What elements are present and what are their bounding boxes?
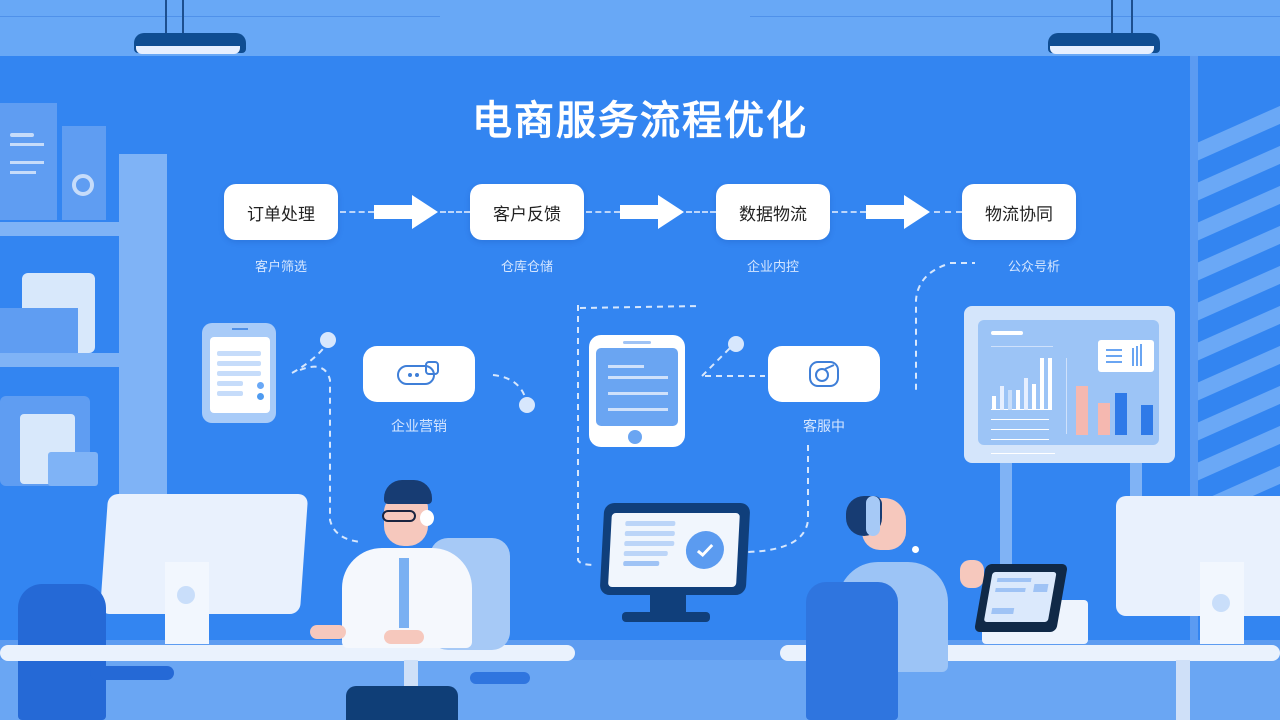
lamp-cord [182, 0, 184, 34]
ceiling-line [0, 16, 440, 17]
lamp-light [1050, 46, 1154, 54]
flow-step-data-logistics[interactable]: 数据物流 [716, 184, 830, 240]
flow-step-sub: 仓库仓储 [500, 260, 553, 275]
chat-icon [72, 174, 94, 196]
glasses-icon [382, 510, 416, 522]
office-chair [806, 582, 898, 720]
shelf-binder [62, 126, 106, 220]
shelf-label [48, 452, 98, 486]
chat-bubble-icon [397, 361, 439, 385]
agent2-hand [960, 560, 984, 588]
agent-tie [399, 558, 409, 628]
connector-dash [340, 211, 374, 213]
monitor-stand [165, 562, 209, 644]
mini-bar-chart [991, 394, 1056, 454]
connector-dash [440, 211, 470, 213]
card-marketing[interactable] [363, 346, 475, 402]
connector-dash [934, 211, 962, 213]
agent-hair [384, 480, 432, 504]
chair-arm [470, 672, 530, 684]
flow-step-order[interactable]: 订单处理 [224, 184, 338, 240]
flow-step-label: 客户反馈 [493, 204, 561, 225]
tablet-document-icon [202, 323, 276, 423]
support-badge-icon [809, 361, 839, 387]
check-circle-icon [684, 531, 725, 569]
shelf-post [119, 154, 167, 494]
flow-step-feedback[interactable]: 客户反馈 [470, 184, 584, 240]
flow-step-sub: 公众号析 [1007, 260, 1060, 275]
monitor-stand [1200, 562, 1244, 644]
connector-dash [832, 211, 866, 213]
flow-step-label: 数据物流 [739, 204, 807, 225]
page-title: 电商服务流程优化 [472, 98, 808, 144]
flow-step-sub: 企业内控 [746, 260, 799, 275]
lamp-cord [1131, 0, 1133, 34]
arrow-right-icon [866, 195, 930, 229]
shelf-board [0, 353, 120, 367]
agent-hand [384, 630, 424, 644]
lamp-cord [165, 0, 167, 34]
card-support[interactable] [768, 346, 880, 402]
flow-step-label: 物流协同 [985, 204, 1053, 225]
shelf-board [0, 222, 120, 236]
chart-bar [1098, 403, 1110, 435]
desk [0, 645, 575, 661]
chart-bar [1115, 393, 1127, 435]
phone-document-icon [589, 335, 685, 447]
agent-hand [310, 625, 346, 639]
ceiling-line [750, 16, 1280, 17]
shelf-box [0, 308, 78, 353]
lamp-cord [1111, 0, 1113, 34]
flow-step-collab[interactable]: 物流协同 [962, 184, 1076, 240]
headset-icon [420, 510, 434, 526]
arrow-right-icon [374, 195, 438, 229]
card-caption: 企业营销 [391, 419, 447, 435]
shelf-binder [0, 103, 57, 220]
legend-card [1098, 340, 1154, 372]
connector-dash [586, 211, 620, 213]
monitor-base [622, 612, 710, 622]
dashboard-board [964, 306, 1175, 583]
floor [0, 655, 1280, 720]
flow-step-label: 订单处理 [247, 204, 315, 225]
monitor-back-right [1116, 496, 1280, 616]
chart-bar [1076, 386, 1088, 435]
flow-step-sub: 客户筛选 [254, 260, 307, 275]
connector-dash [686, 211, 716, 213]
arrow-right-icon [620, 195, 684, 229]
desk-leg [1176, 660, 1190, 720]
lamp-light [136, 46, 240, 54]
monitor-center [599, 503, 751, 595]
agent-pants [346, 686, 458, 720]
chart-bar [1141, 405, 1153, 435]
mic-icon [912, 546, 919, 553]
monitor-neck [650, 595, 686, 613]
tablet-device [974, 564, 1068, 632]
headset-icon [866, 496, 880, 536]
card-caption: 客服中 [803, 419, 845, 435]
